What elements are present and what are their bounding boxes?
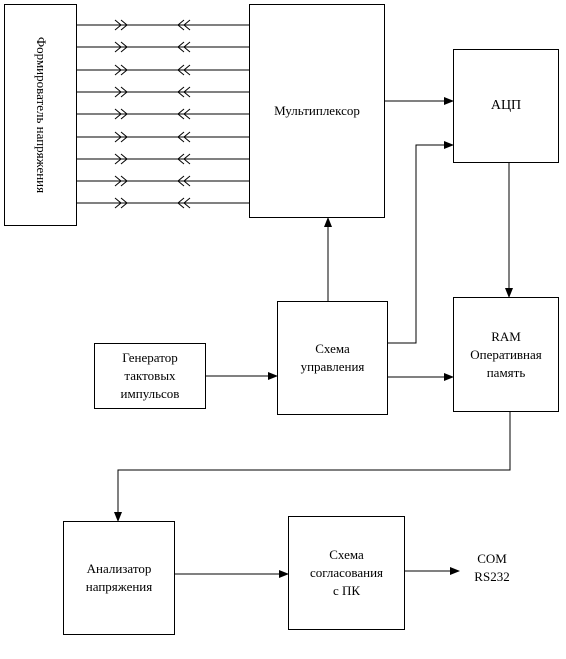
multiplexer-label: Мультиплексор bbox=[274, 103, 360, 118]
bus-line bbox=[77, 41, 249, 53]
clock-generator-block: Генератор тактовых импульсов bbox=[94, 343, 206, 409]
bus-line bbox=[77, 64, 249, 76]
clock-generator-line-2: тактовых bbox=[124, 368, 176, 383]
control-circuit-block: Схема управления bbox=[277, 301, 388, 415]
voltage-analyzer-line-2: напряжения bbox=[85, 579, 153, 594]
ram-line-2: Оперативная bbox=[470, 346, 542, 362]
pc-interface-line-2: согласования bbox=[309, 565, 384, 580]
multiplexer-block: Мультиплексор bbox=[249, 4, 385, 218]
com-port-line-2: RS232 bbox=[474, 569, 510, 584]
bus-line bbox=[77, 197, 249, 209]
pc-interface-line-3: с ПК bbox=[332, 583, 361, 598]
clock-generator-line-3: импульсов bbox=[120, 386, 180, 401]
bus-line bbox=[77, 175, 249, 187]
voltage-shaper-label: Формирователь напряжения bbox=[34, 36, 49, 194]
control-circuit-line-2: управления bbox=[300, 359, 365, 374]
bus-line bbox=[77, 131, 249, 143]
pc-interface-line-1: Схема bbox=[329, 547, 364, 562]
ram-line-1: RAM bbox=[491, 328, 521, 344]
control-circuit-line-1: Схема bbox=[315, 341, 350, 356]
voltage-analyzer-line-1: Анализатор bbox=[86, 561, 152, 576]
bus-line bbox=[77, 153, 249, 165]
arrow-control-to-adc bbox=[388, 141, 454, 344]
bus-line bbox=[77, 108, 249, 120]
pc-interface-block: Схема согласования с ПК bbox=[288, 516, 405, 630]
arrow-ram-to-analyzer bbox=[114, 412, 511, 522]
adc-block: АЦП bbox=[453, 49, 559, 163]
bus-lines bbox=[77, 19, 249, 209]
voltage-analyzer-block: Анализатор напряжения bbox=[63, 521, 175, 635]
bus-line bbox=[77, 86, 249, 98]
bus-line bbox=[77, 19, 249, 31]
adc-label: АЦП bbox=[490, 98, 522, 113]
clock-generator-line-1: Генератор bbox=[122, 350, 178, 365]
com-port-line-1: COM bbox=[477, 551, 507, 566]
com-port-label: COM RS232 bbox=[462, 550, 522, 586]
ram-line-3: память bbox=[486, 364, 526, 380]
voltage-shaper-block: Формирователь напряжения bbox=[4, 4, 77, 226]
ram-block: RAM Оперативная память bbox=[453, 297, 559, 412]
